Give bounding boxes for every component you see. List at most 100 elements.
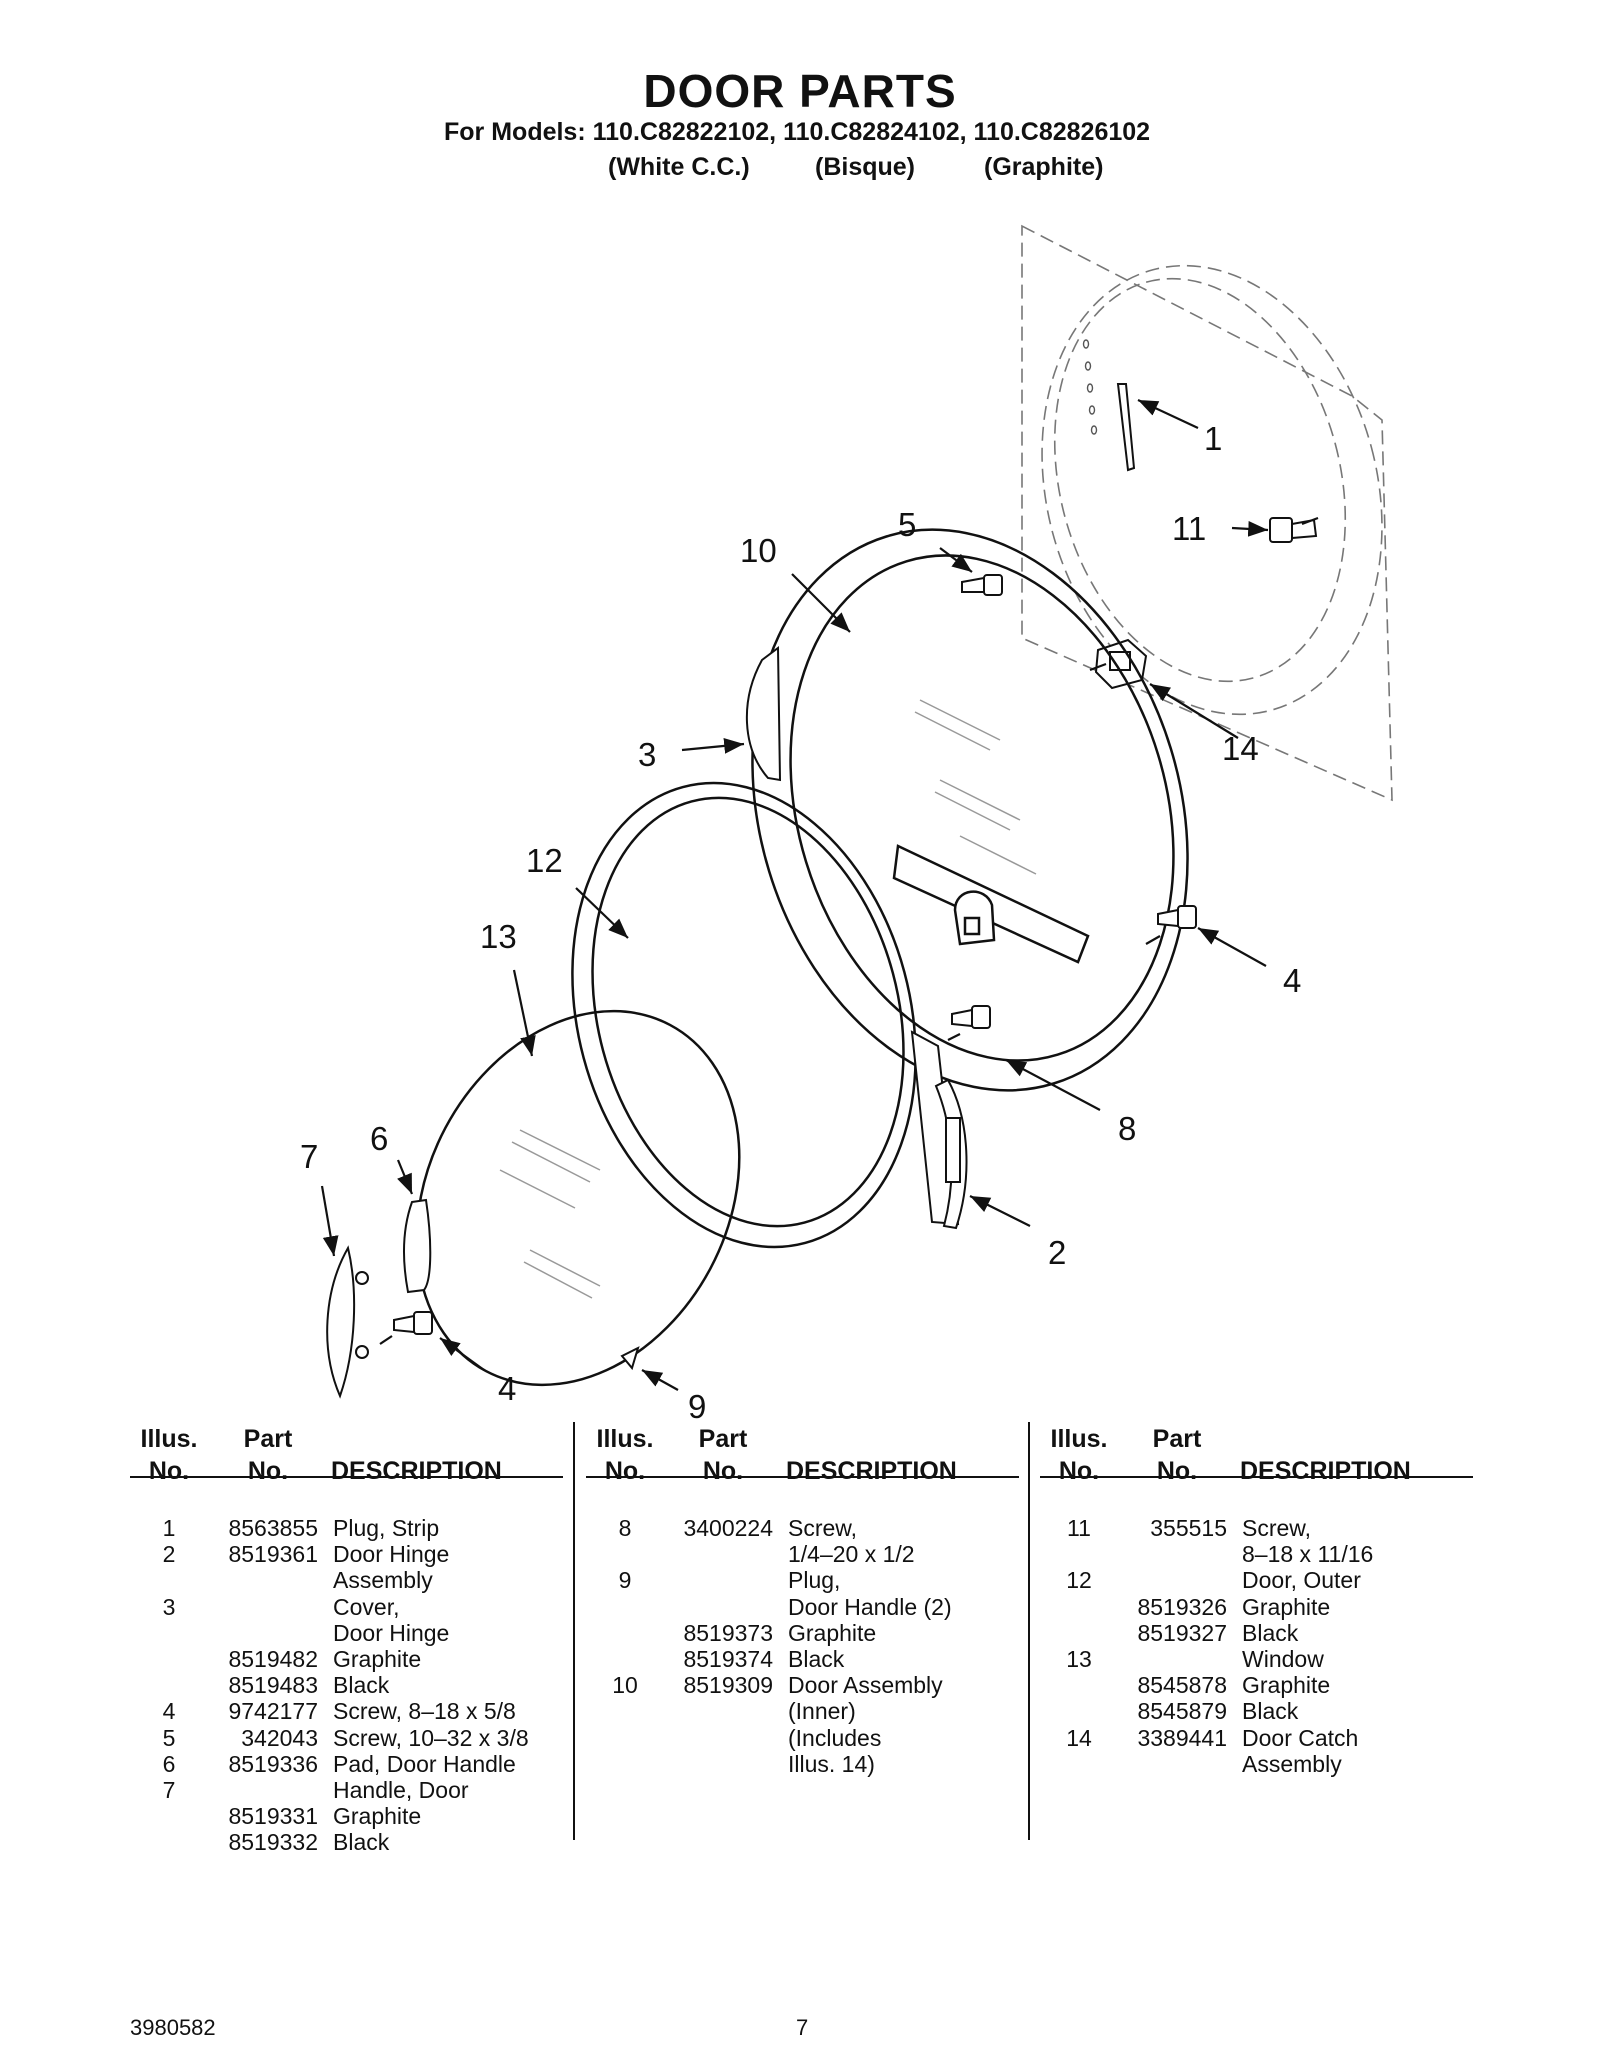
part-description: Graphite: [788, 1619, 877, 1646]
illus-number: 1: [162, 1515, 176, 1541]
part-description: Door Hinge: [333, 1541, 450, 1568]
part-7-door-handle: [326, 1245, 369, 1399]
part-3-hinge-cover: [746, 646, 782, 782]
part-number: 8545878: [1137, 1672, 1227, 1699]
part-description: Door Catch: [1242, 1724, 1359, 1751]
part-description: Graphite: [1242, 1672, 1331, 1699]
callout-13: 13: [480, 918, 517, 955]
illus-number: 6: [162, 1750, 176, 1777]
part-description: (Inner): [788, 1698, 856, 1725]
variant-bisque: (Bisque): [815, 153, 915, 181]
part-11-screw: [1269, 517, 1318, 543]
callout-10: 10: [740, 532, 777, 569]
part-number: 8519482: [228, 1646, 318, 1672]
callout-1: 1: [1204, 420, 1222, 457]
part-description: Illus. 14): [788, 1750, 875, 1777]
part-description: Handle, Door: [333, 1777, 469, 1803]
illus-number: 9: [618, 1567, 632, 1594]
column-divider: [1028, 1422, 1030, 1840]
header-rule: [130, 1476, 563, 1478]
leader-arrows: [320, 399, 1319, 1391]
illus-number: 12: [1066, 1567, 1092, 1594]
illus-number: 5: [162, 1724, 176, 1751]
callout-11: 11: [1172, 510, 1206, 547]
part-6-handle-pad: [402, 1198, 432, 1294]
part-description: Plug, Strip: [333, 1515, 440, 1541]
callout-5: 5: [898, 506, 916, 543]
part-description: Graphite: [1242, 1593, 1331, 1620]
part-number: 355515: [1150, 1515, 1227, 1541]
strip-plug-holes: [1082, 339, 1098, 435]
callout-9: 9: [688, 1388, 706, 1420]
illus-number: 14: [1066, 1724, 1092, 1751]
part-number: 8519309: [683, 1672, 773, 1699]
callout-3: 3: [638, 736, 656, 773]
part-number: 8545879: [1137, 1698, 1227, 1725]
callout-6: 6: [370, 1120, 388, 1157]
part-description: Plug,: [788, 1567, 841, 1594]
part-12-outer-door: [571, 781, 917, 1249]
part-description: Graphite: [333, 1803, 422, 1830]
header-illus: Illus.No.: [596, 1425, 654, 1485]
part-description: 8–18 x 11/16: [1242, 1541, 1374, 1568]
part-number: 8519331: [228, 1803, 318, 1830]
column-divider: [573, 1422, 575, 1840]
callout-8: 8: [1118, 1110, 1136, 1147]
variant-graphite: (Graphite): [984, 153, 1104, 181]
part-number: 8519361: [228, 1541, 318, 1568]
variant-white: (White C.C.): [608, 153, 750, 181]
part-description: Black: [1242, 1619, 1299, 1646]
part-description: Screw,: [788, 1515, 858, 1541]
page-title: DOOR PARTS: [643, 65, 957, 117]
part-description: 1/4–20 x 1/2: [788, 1541, 915, 1568]
part-description: Door Handle (2): [788, 1593, 952, 1620]
illus-number: 2: [162, 1541, 176, 1568]
part-5-screw: [961, 574, 1003, 596]
callout-14: 14: [1222, 730, 1259, 767]
part-number: 8519332: [228, 1829, 318, 1856]
header-description: DESCRIPTION: [786, 1457, 957, 1485]
header-rule: [1040, 1476, 1473, 1478]
illus-number: 10: [612, 1672, 638, 1699]
page-number: 7: [796, 2015, 809, 2040]
part-number: 3400224: [683, 1515, 773, 1541]
part-number: 8519373: [683, 1619, 773, 1646]
callout-4-left: 4: [498, 1370, 516, 1407]
part-description: Black: [333, 1672, 390, 1699]
dryer-front-panel: [1021, 224, 1393, 802]
part-number: 8563855: [228, 1515, 318, 1541]
part-number: 8519326: [1137, 1593, 1227, 1620]
part-description: Door Hinge: [333, 1619, 450, 1646]
header-description: DESCRIPTION: [1240, 1457, 1411, 1485]
part-description: (Includes: [788, 1724, 882, 1751]
part-9-handle-plug: [620, 1346, 640, 1371]
part-description: Black: [788, 1646, 845, 1672]
part-number: 8519483: [228, 1672, 318, 1699]
callout-2: 2: [1048, 1234, 1066, 1271]
part-number: 9742177: [228, 1698, 318, 1725]
header-rule: [586, 1476, 1019, 1478]
callout-4-right: 4: [1283, 962, 1301, 999]
part-description: Cover,: [333, 1593, 400, 1620]
part-description: Screw, 8–18 x 5/8: [333, 1698, 516, 1725]
header-illus: Illus.No.: [140, 1425, 198, 1485]
part-number: 8519327: [1137, 1619, 1227, 1646]
part-10-glass-glare: [914, 699, 1037, 875]
part-number: 8519336: [228, 1750, 318, 1777]
part-13-window-glare: [499, 1129, 601, 1299]
part-description: Screw, 10–32 x 3/8: [333, 1724, 529, 1751]
part-4-screw-left: [393, 1311, 433, 1335]
illus-number: 8: [618, 1515, 632, 1541]
part-description: Black: [1242, 1698, 1299, 1725]
part-4-screw-right: [1157, 905, 1197, 929]
part-8-screw: [951, 1005, 991, 1029]
part-description: Door Assembly: [788, 1672, 943, 1699]
part-description: Assembly: [1242, 1750, 1342, 1777]
illus-number: 7: [162, 1777, 176, 1803]
part-description: Screw,: [1242, 1515, 1312, 1541]
part-description: Graphite: [333, 1646, 422, 1672]
header-illus: Illus.No.: [1050, 1425, 1108, 1485]
